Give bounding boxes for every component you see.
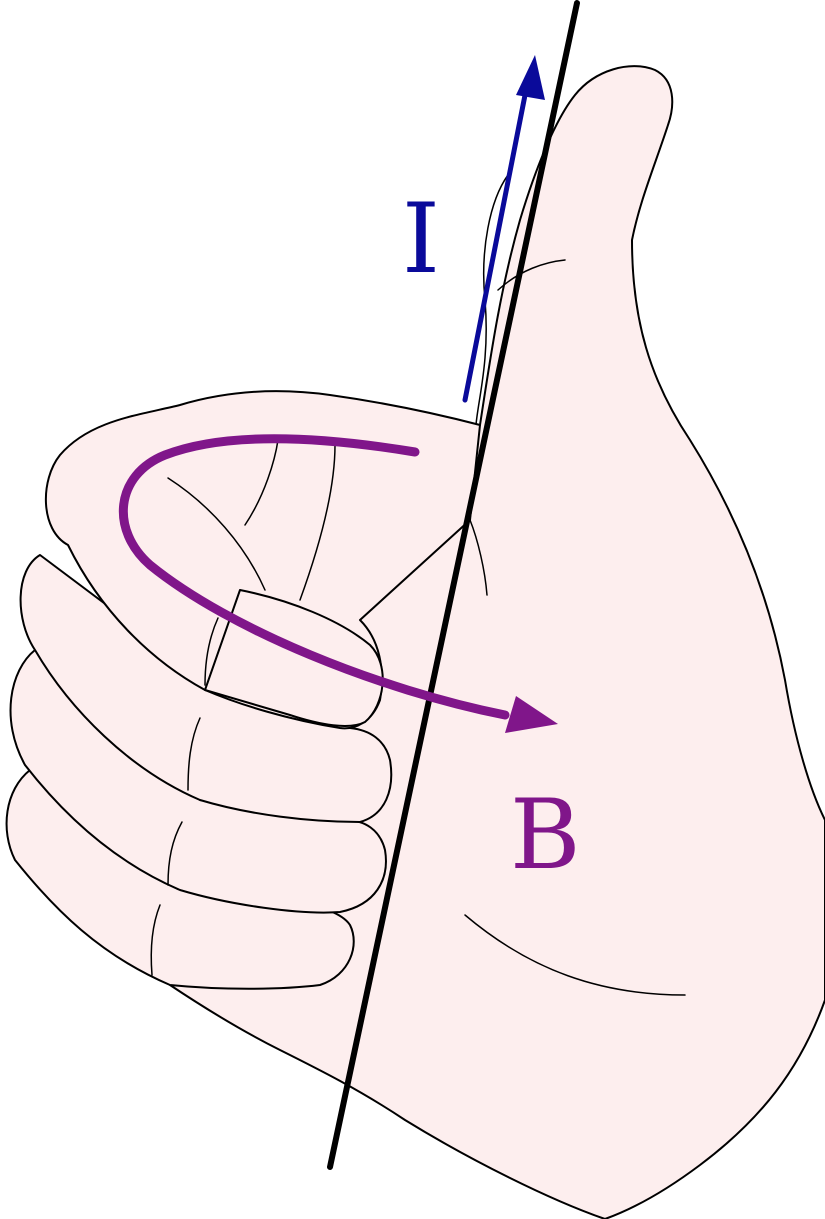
field-arrow <box>118 434 558 733</box>
ring-crease-2 <box>167 821 183 886</box>
current-arrow <box>462 55 545 403</box>
index-crease-3 <box>299 444 336 601</box>
index-crease-2 <box>244 439 279 526</box>
wire <box>327 0 580 1170</box>
field-arrow-shaft <box>118 434 510 720</box>
current-arrow-head <box>516 55 545 100</box>
index-crease-1 <box>167 477 266 591</box>
palm-crease <box>464 914 686 996</box>
middle-crease <box>204 617 219 686</box>
field-label: B <box>510 779 581 891</box>
current-arrow-shaft <box>462 82 530 403</box>
ring-crease <box>187 717 201 791</box>
thumb-base-crease <box>469 519 488 596</box>
field-arrow-head <box>505 696 558 733</box>
pinky-crease <box>150 904 161 976</box>
thumb-knuckle-crease <box>497 259 566 291</box>
fingers <box>5 390 481 990</box>
current-label: I <box>402 183 440 295</box>
